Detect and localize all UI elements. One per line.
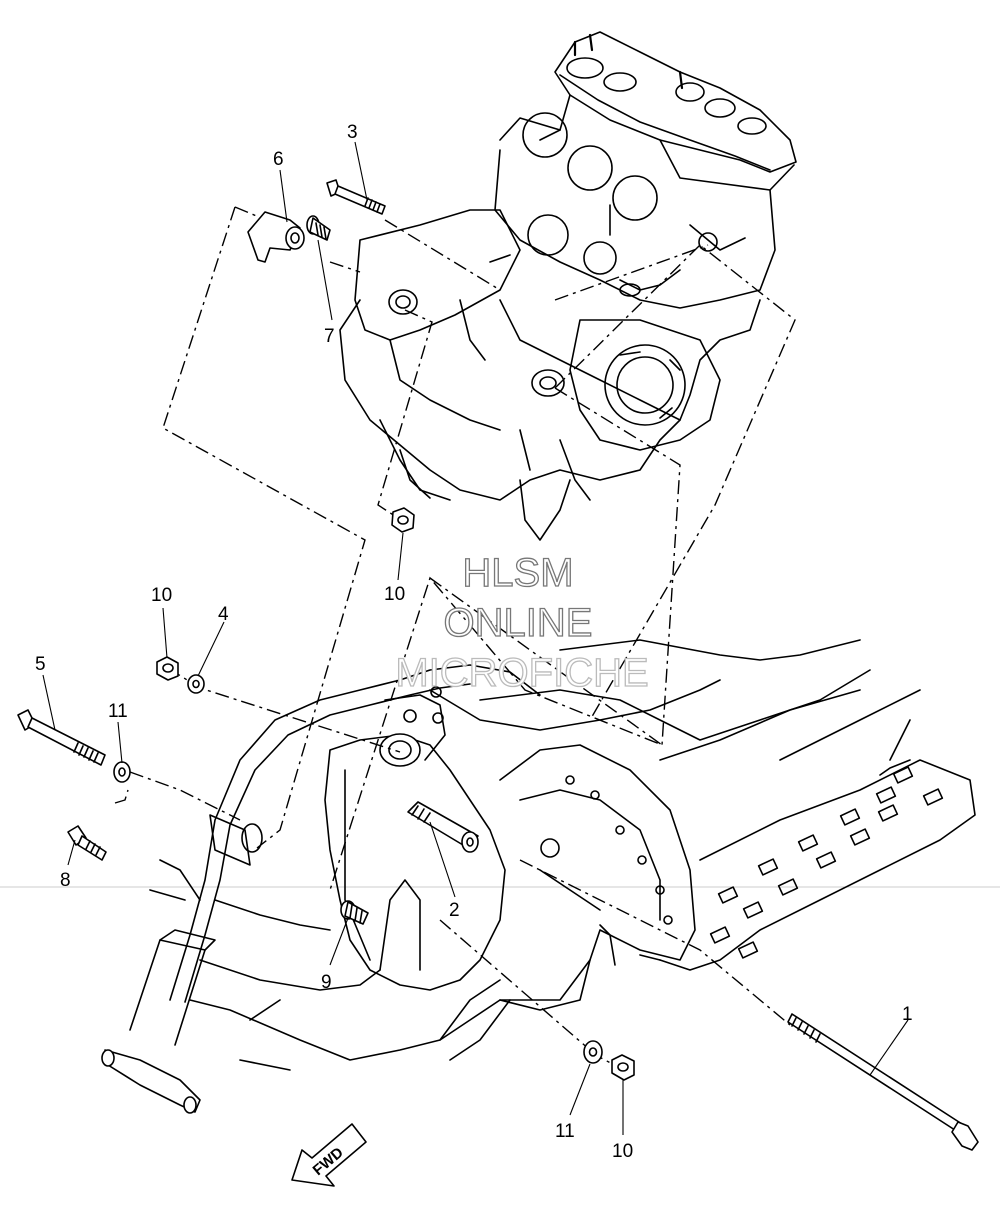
watermark-line-1: HLSM [462,551,573,595]
callout-2: 2 [449,900,460,921]
engine-assembly [339,31,797,541]
callout-1: 1 [902,1004,913,1025]
screw-part-9 [340,900,369,925]
bolt-part-1 [787,1013,979,1151]
callout-9: 9 [321,972,332,993]
callout-8: 8 [60,870,71,891]
frame-chassis [101,664,696,1114]
callout-10-bottom: 10 [612,1141,633,1162]
screw-part-7 [306,215,331,241]
nut-part-10-bottom [611,1054,635,1081]
collar-part-2 [407,801,479,853]
watermark-line-2: ONLINE [444,601,593,645]
watermark: HLSM ONLINE MICROFICHE [395,550,650,695]
assembly-lines [114,206,796,1069]
bolt-part-5 [17,709,106,766]
callout-6: 6 [273,149,284,170]
callout-11-bottom: 11 [555,1121,575,1142]
footrest-traction-holes [709,766,944,959]
callout-10-left: 10 [151,585,172,606]
watermark-line-3: MICROFICHE [395,651,648,695]
nut-part-10-left [156,656,179,681]
callout-10-engine: 10 [384,584,405,605]
forward-direction-arrow: FWD [291,1123,367,1187]
callout-4: 4 [218,604,229,625]
callout-11-left: 11 [108,701,128,722]
callout-7: 7 [324,326,335,347]
tunnel-footrest [429,639,976,971]
washer-part-4 [187,674,205,694]
callout-3: 3 [347,122,358,143]
leader-lines [42,141,909,1135]
bolt-part-8 [67,825,107,861]
nut-part-10-engine [391,507,415,533]
bolt-part-3 [326,179,386,215]
callout-5: 5 [35,654,46,675]
callout-labels: 1 2 3 4 5 6 7 8 9 10 10 10 11 11 [35,122,913,1162]
bracket-part-6 [247,211,305,263]
washer-part-11-bottom [583,1040,603,1064]
washer-part-11-left [113,761,131,783]
